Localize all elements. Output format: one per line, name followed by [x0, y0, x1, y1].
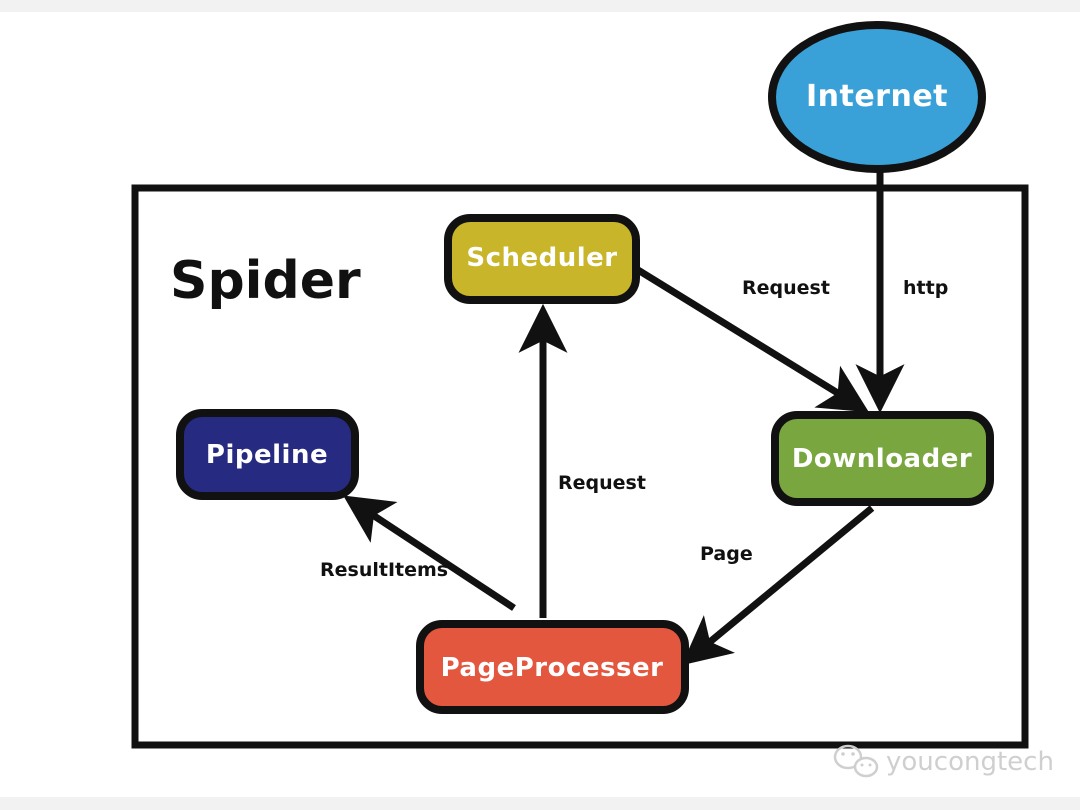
- top-margin-band: [0, 0, 1080, 12]
- spider-container: [131, 184, 1029, 749]
- scheduler-label: Scheduler: [466, 243, 617, 273]
- spider-title: Spider: [170, 251, 361, 311]
- pageprocesser-label: PageProcesser: [441, 653, 664, 683]
- pipeline-label: Pipeline: [206, 440, 328, 470]
- arrow-pageprocesser-to-pipeline: [343, 495, 516, 611]
- scheduler-node: Scheduler: [444, 214, 640, 304]
- pipeline-node: Pipeline: [176, 409, 359, 500]
- watermark-text: youcongtech: [886, 747, 1054, 777]
- edge-label-resultitems: ResultItems: [320, 559, 448, 581]
- arrow-scheduler-to-downloader: [636, 267, 869, 413]
- watermark: youcongtech: [833, 744, 1054, 778]
- pageprocesser-shape: [416, 620, 689, 714]
- downloader-label: Downloader: [792, 444, 972, 474]
- edge-label-page: Page: [700, 543, 753, 565]
- internet-label: Internet: [806, 79, 948, 114]
- bottom-margin-band: [0, 797, 1080, 810]
- pageprocesser-node: PageProcesser: [416, 620, 689, 714]
- edge-label-request-to-downloader: Request: [742, 277, 830, 299]
- wechat-icon: [833, 744, 879, 778]
- edge-label-http: http: [903, 277, 948, 299]
- pipeline-shape: [176, 409, 359, 500]
- arrow-downloader-to-pageprocesser: [681, 505, 875, 666]
- internet-shape: [768, 21, 986, 173]
- internet-node: Internet: [768, 21, 986, 173]
- downloader-shape: [771, 411, 994, 506]
- scheduler-shape: [444, 214, 640, 304]
- downloader-node: Downloader: [771, 411, 994, 506]
- edge-label-request-to-scheduler: Request: [558, 472, 646, 494]
